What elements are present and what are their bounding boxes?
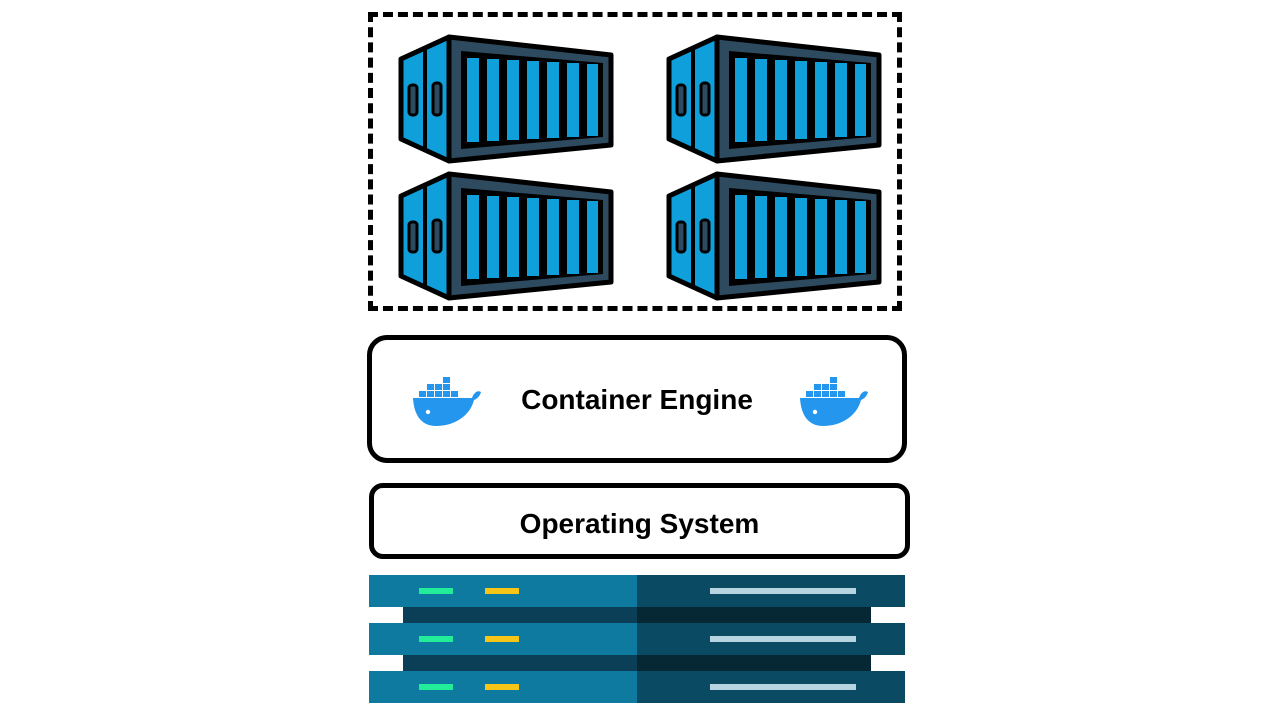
docker-whale-icon [800,377,868,426]
container-engine-label: Container Engine [521,384,753,415]
operating-system-label: Operating System [519,508,760,539]
server-unit [369,623,905,655]
server-unit [369,671,905,703]
operating-system-layer: Operating System [369,483,910,559]
containers-group [368,12,902,311]
shipping-container-icon [397,33,615,165]
shipping-container-icon [397,170,615,302]
container-engine-layer: Container Engine [367,335,907,463]
shipping-container-icon [665,33,883,165]
server-rack-icon [369,575,905,703]
server-unit [369,575,905,607]
shipping-container-icon [665,170,883,302]
